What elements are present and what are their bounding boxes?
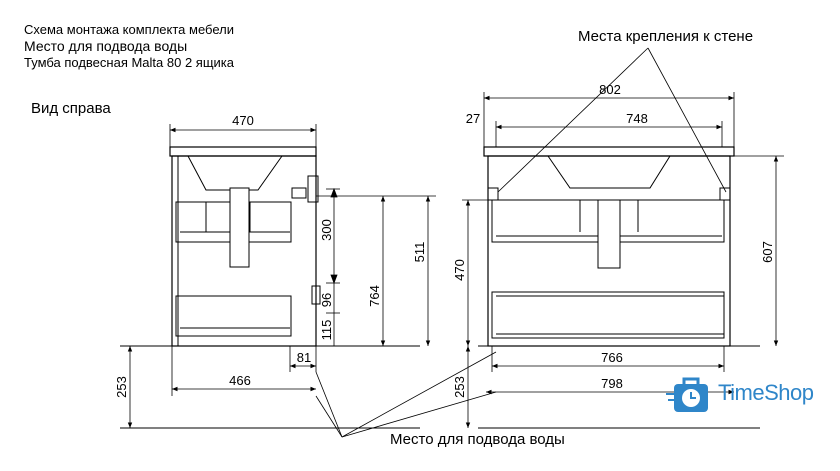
leader-lines: [315, 47, 727, 438]
dim-front-748: 748: [626, 111, 648, 126]
dim-side-115: 115: [319, 320, 334, 341]
dim-front-27: 27: [466, 111, 480, 126]
water-supply-label: Место для подвода воды: [390, 431, 565, 448]
dim-side-81: 81: [297, 350, 311, 365]
side-view-label: Вид справа: [31, 100, 111, 117]
side-view-dimensions: [127, 124, 436, 428]
dim-front-798: 798: [601, 376, 623, 391]
dim-side-466: 466: [229, 373, 251, 388]
product-name: Тумба подвесная Malta 80 2 ящика: [24, 55, 234, 70]
clock-bag-icon: [666, 377, 708, 412]
dim-side-470: 470: [232, 113, 254, 128]
front-view-dimensions: [462, 92, 784, 428]
dim-front-253: 253: [452, 376, 467, 398]
front-view: [478, 146, 760, 429]
diagram-title: Схема монтажа комплекта мебели: [24, 22, 234, 37]
dim-front-607: 607: [760, 241, 775, 263]
logo-text: TimeShop: [718, 380, 814, 405]
dim-side-300: 300: [319, 219, 334, 241]
dim-side-253: 253: [114, 376, 129, 398]
dim-front-766: 766: [601, 350, 623, 365]
dim-side-511: 511: [412, 242, 427, 263]
timeshop-logo: TimeShop: [666, 372, 834, 418]
side-view: [120, 146, 420, 429]
dim-side-96: 96: [319, 293, 334, 307]
dim-front-470: 470: [452, 259, 467, 281]
dim-front-802: 802: [599, 82, 621, 97]
wall-mount-label: Места крепления к стене: [578, 28, 754, 45]
dim-side-764: 764: [367, 285, 382, 307]
diagram-subtitle: Место для подвода воды: [24, 38, 188, 54]
